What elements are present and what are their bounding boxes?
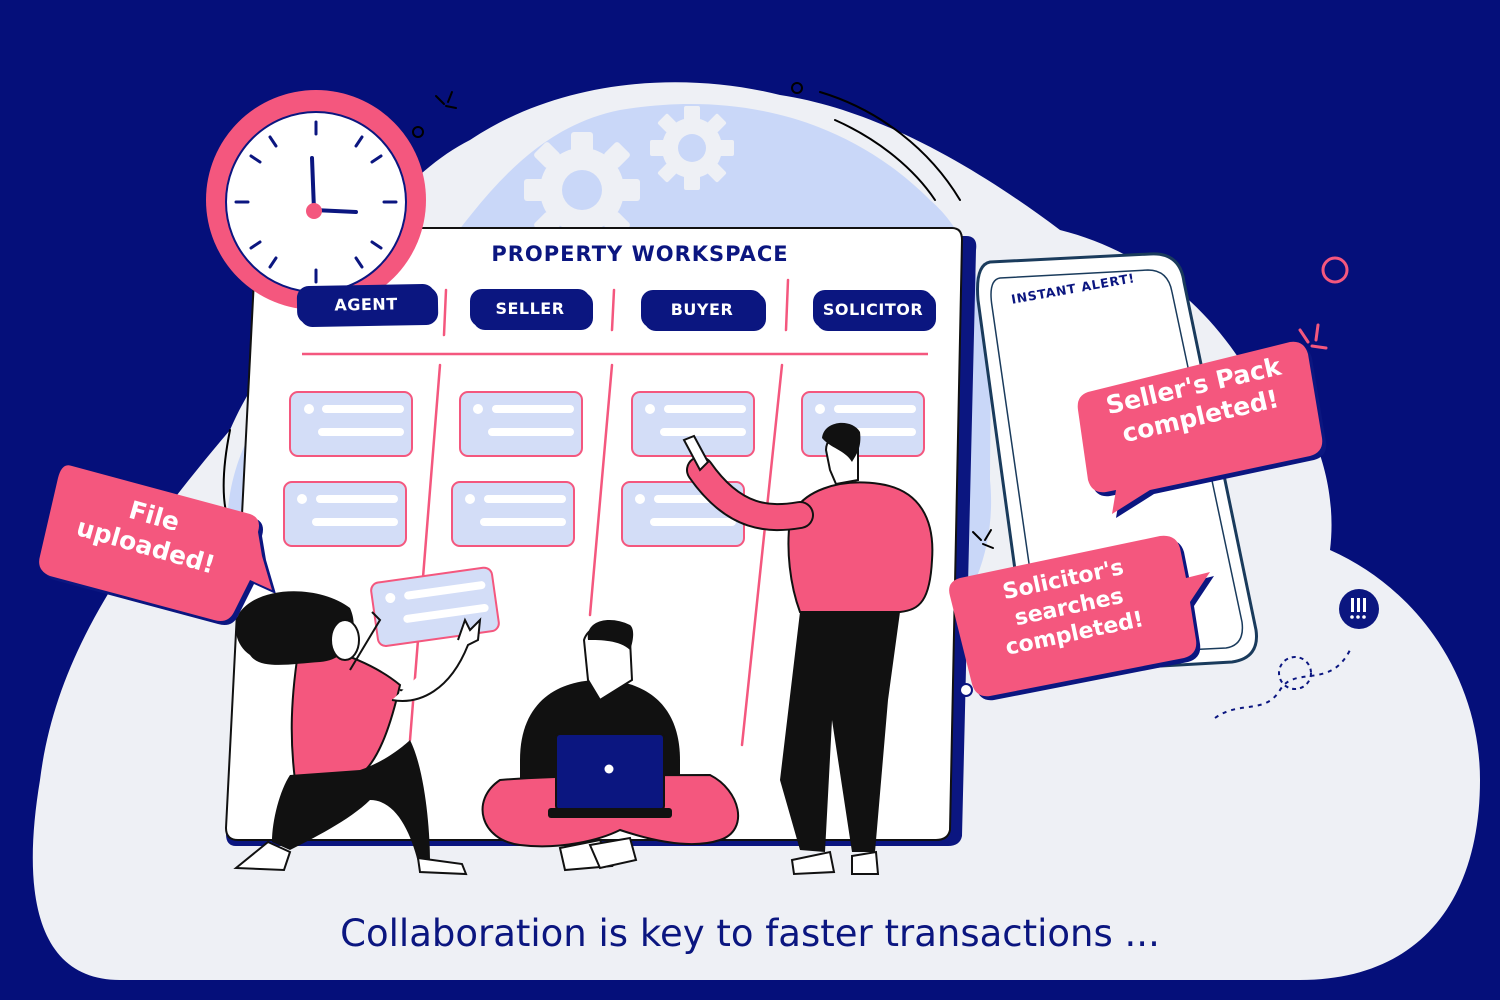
speech-bubble-searches <box>949 535 1214 701</box>
clock-icon <box>206 90 426 310</box>
laptop-icon <box>548 733 672 818</box>
dotted-trail <box>1214 649 1351 719</box>
alert-badge-icon <box>1339 589 1379 629</box>
task-card <box>283 481 407 547</box>
person-man-standing <box>682 422 934 876</box>
task-card <box>631 391 755 457</box>
board-title: PROPERTY WORKSPACE <box>491 242 789 266</box>
column-buyer[interactable]: BUYER <box>641 290 763 328</box>
decorative-ring <box>1321 256 1349 284</box>
task-card <box>459 391 583 457</box>
column-seller[interactable]: SELLER <box>470 289 590 327</box>
gear-icon <box>650 106 734 190</box>
task-card <box>451 481 575 547</box>
speech-bubble-file <box>39 465 276 625</box>
speech-bubble-sellers-pack <box>1077 341 1327 518</box>
decorative-sparks <box>1298 323 1328 350</box>
person-woman-kneeling <box>233 591 482 876</box>
task-card <box>801 391 925 457</box>
caption: Collaboration is key to faster transacti… <box>340 912 1160 955</box>
column-agent[interactable]: AGENT <box>296 283 436 325</box>
task-card <box>289 391 413 457</box>
column-solicitor[interactable]: SOLICITOR <box>813 290 933 328</box>
person-man-seated <box>481 620 739 872</box>
